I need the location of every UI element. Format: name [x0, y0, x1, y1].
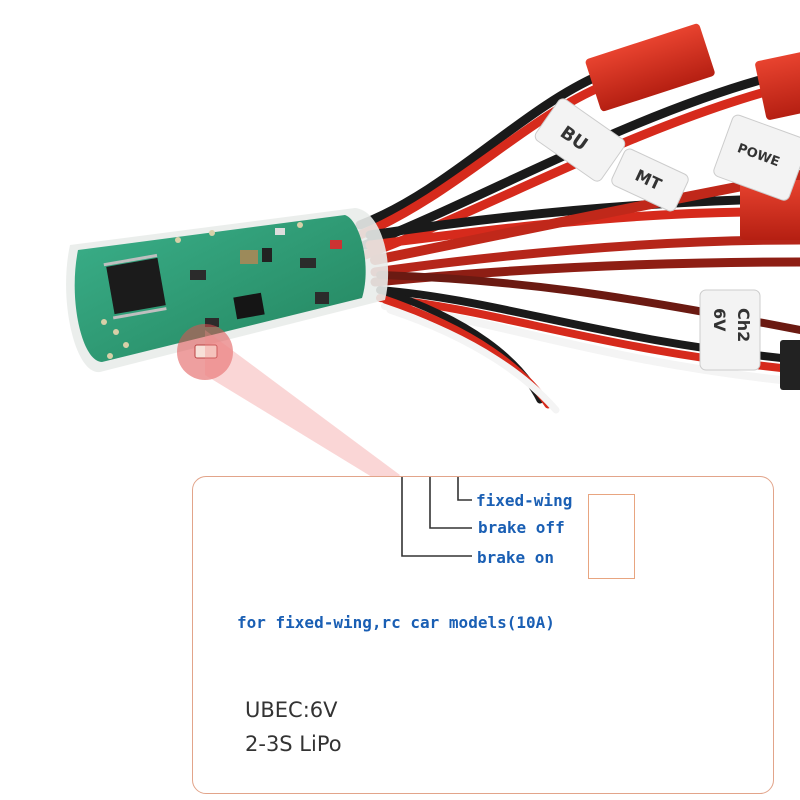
jumper-position-box — [588, 494, 635, 579]
wire-tags: BU POWE MT Ch2 6V — [534, 98, 800, 371]
esc-board — [66, 208, 389, 380]
tag-6v: 6V — [710, 308, 729, 332]
ubec-spec: UBEC:6V — [245, 698, 338, 722]
option-brake-off: brake off — [478, 518, 565, 537]
wire-bundle — [355, 70, 800, 414]
tag-ch2: Ch2 — [734, 308, 753, 342]
option-brake-on: brake on — [477, 548, 555, 567]
info-panel — [192, 476, 774, 794]
usage-note: for fixed-wing,rc car models(10A) — [237, 613, 555, 632]
lipo-spec: 2-3S LiPo — [245, 732, 342, 756]
pointer-beam — [205, 330, 400, 488]
option-fixed-wing: fixed-wing — [476, 491, 573, 510]
